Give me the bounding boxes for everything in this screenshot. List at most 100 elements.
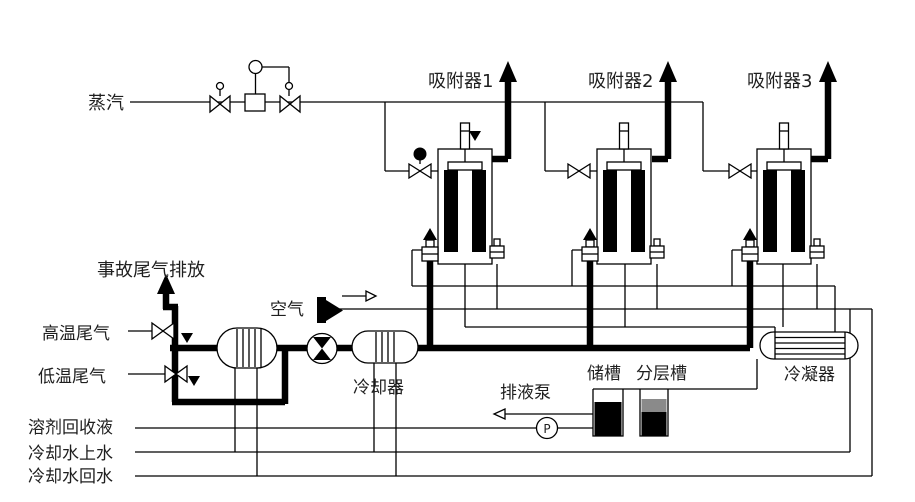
pump-circle-icon — [535, 416, 559, 440]
adsorber-2 — [567, 122, 665, 265]
steam-valve-3-icon — [738, 162, 752, 180]
label-hot-tail-gas: 高温尾气 — [42, 324, 110, 344]
vent-and-bypass — [162, 290, 289, 406]
adsorbent-bed-icon — [603, 170, 617, 252]
controller-circle-icon — [248, 59, 263, 75]
label-cooling-supply: 冷却水上水 — [28, 444, 113, 464]
steam-valve-3-icon — [728, 162, 742, 180]
storage-tank — [592, 389, 624, 437]
drain-flow-arrow-icon — [492, 407, 506, 421]
label-condenser: 冷凝器 — [784, 365, 835, 385]
steam-valve-2-icon — [577, 162, 591, 180]
thin-pipes — [128, 59, 873, 477]
pump-letter: P — [543, 422, 550, 436]
cold-gas-valve-icon — [164, 364, 178, 384]
air-flow-arrow-icon — [365, 289, 378, 303]
exhaust-1 — [492, 80, 512, 163]
label-steam: 蒸汽 — [88, 93, 124, 114]
label-layering-tank: 分层槽 — [636, 364, 687, 384]
label-accident-vent: 事故尾气排放 — [97, 260, 205, 281]
condenser-shell-icon — [759, 331, 859, 360]
manifold-c — [464, 264, 784, 334]
adsorber-drains — [426, 260, 754, 348]
drain-union-stem-icon — [585, 239, 595, 248]
down-flow-marker-icon — [181, 333, 193, 343]
drain-union-stem-icon — [745, 239, 755, 248]
station-valve-icon — [288, 94, 301, 114]
station-valve-icon — [279, 94, 292, 114]
cooler-exchanger — [351, 330, 419, 364]
top-nozzle-icon — [459, 122, 471, 150]
control-box-icon — [244, 93, 266, 112]
adsorber-3 — [728, 122, 825, 265]
vent-arrow-icon — [157, 274, 175, 294]
top-nozzle-icon — [618, 122, 630, 150]
blower-vane-icon — [313, 348, 331, 360]
side-union-stem-icon — [813, 238, 821, 247]
tail-gas-valves — [151, 321, 200, 386]
layering-tank-upper-layer — [641, 399, 667, 412]
air-inlet-valve — [317, 297, 343, 323]
precooler-exchanger — [216, 327, 278, 369]
condenser-tubes — [774, 332, 846, 359]
adsorbent-bed-icon — [791, 170, 805, 252]
condenser-exchanger — [759, 331, 859, 360]
adsorbent-bed-icon — [472, 170, 486, 252]
air-valve-cone-icon — [326, 300, 343, 321]
label-adsorber3: 吸附器3 — [747, 71, 812, 92]
blower-vane-icon — [313, 337, 331, 349]
exhaust-3 — [810, 80, 832, 163]
text-labels: 蒸汽 吸附器1 吸附器2 吸附器3 事故尾气排放 高温尾气 低温尾气 空气 冷却… — [28, 71, 835, 487]
top-nozzle-icon — [778, 122, 790, 150]
exchanger-tubes — [236, 329, 262, 367]
bed-header-icon — [447, 161, 483, 171]
cold-gas-valve-icon — [174, 364, 188, 384]
label-adsorber1: 吸附器1 — [428, 71, 493, 92]
bed-header-icon — [606, 161, 642, 171]
label-adsorber2: 吸附器2 — [588, 71, 653, 92]
label-storage-tank: 储槽 — [587, 364, 621, 384]
steam-valve-2-icon — [567, 162, 581, 180]
storage-tank-liquid — [594, 402, 622, 436]
exhaust-arrow-3-icon — [819, 61, 837, 82]
layering-tank-shell-icon — [639, 389, 669, 437]
layering-tank — [639, 389, 669, 437]
drain-union-stem-icon — [425, 239, 435, 248]
label-cooling-return: 冷却水回水 — [28, 467, 113, 487]
adsorbent-bed-icon — [631, 170, 645, 252]
storage-tank-shell-icon — [592, 389, 624, 437]
blower — [306, 332, 338, 365]
label-solvent-recovery: 溶剂回收液 — [28, 418, 113, 438]
down-flow-marker-icon — [188, 376, 200, 386]
label-cold-tail-gas: 低温尾气 — [38, 367, 106, 387]
adsorbent-bed-icon — [444, 170, 458, 252]
exchanger-shell-icon — [216, 327, 278, 369]
layering-tank-lower-layer — [641, 412, 667, 436]
label-cooler: 冷却器 — [353, 378, 404, 398]
steam-valve-1-icon — [408, 162, 422, 180]
steam-valve-1-icon — [418, 162, 432, 180]
cooler-shell-icon — [351, 330, 419, 364]
adsorbent-bed-icon — [763, 170, 777, 252]
exhaust-arrow-1-icon — [499, 61, 517, 82]
valve-stem-circle-icon — [284, 81, 294, 91]
drain-up-marker-icon — [583, 228, 597, 240]
cooler-tubes — [375, 332, 395, 362]
label-drain-pump: 排液泵 — [500, 383, 551, 403]
hot-gas-valve-icon — [151, 321, 165, 341]
bed-header-icon — [766, 161, 802, 171]
adsorber-1 — [408, 122, 505, 265]
nozzle-flow-marker-icon — [469, 131, 481, 141]
exhaust-arrow-2-icon — [659, 61, 677, 82]
hot-gas-valve-icon — [161, 321, 175, 341]
condensate-line — [593, 359, 758, 390]
exhaust-2 — [652, 80, 672, 163]
thick-pipes — [157, 61, 837, 406]
control-station-stems — [219, 66, 290, 96]
station-valve-icon — [209, 94, 222, 114]
valve-stem-circle-icon — [215, 81, 225, 91]
cooling-water-risers — [234, 363, 397, 476]
drain-up-marker-icon — [423, 228, 437, 240]
drain-pump: P — [535, 416, 559, 440]
